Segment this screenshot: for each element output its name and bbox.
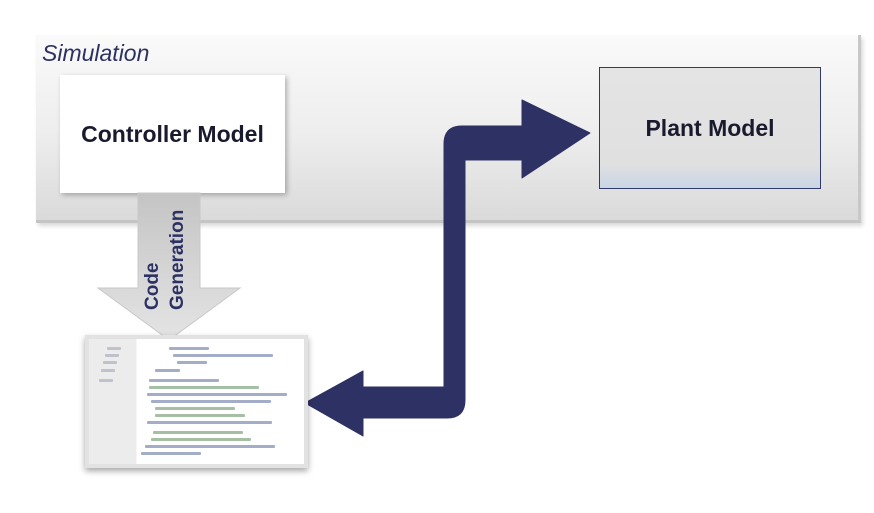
plant-model-box: Plant Model [599,67,821,189]
code-line [151,400,271,403]
code-line [153,431,243,434]
code-line [155,369,180,372]
controller-model-label: Controller Model [81,120,264,147]
code-line [155,414,245,417]
controller-model-box: Controller Model [60,75,285,193]
code-line [141,452,201,455]
bidirectional-arrow [304,99,591,437]
code-line [107,347,121,350]
code-line [105,354,119,357]
code-line [103,361,117,364]
code-line [155,407,235,410]
code-line [173,354,273,357]
code-generation-label: Code Generation [140,210,190,310]
code-generation-line1: Code [142,262,163,311]
code-line [101,369,115,372]
code-generation-arrow [96,192,242,341]
code-line [145,445,275,448]
code-line [149,386,259,389]
simulation-label: Simulation [42,40,150,66]
code-line [99,379,113,382]
generated-code-panel [85,335,308,468]
code-generation-line2: Generation [167,209,188,310]
code-line [147,421,272,424]
code-line [177,361,207,364]
code-line [151,438,251,441]
plant-model-label: Plant Model [645,114,775,141]
code-line [147,393,287,396]
code-line [149,379,219,382]
code-line [169,347,209,350]
